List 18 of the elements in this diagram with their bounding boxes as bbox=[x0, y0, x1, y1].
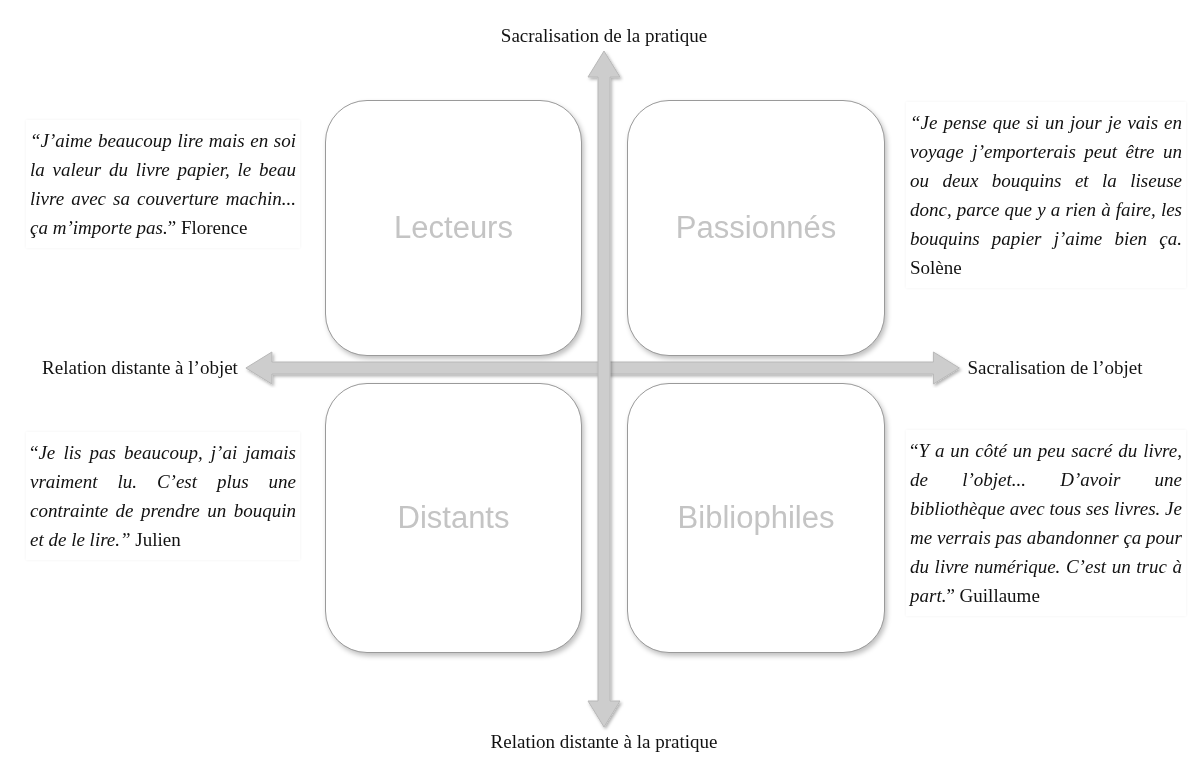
axis-label: Relation distante à la pratique bbox=[482, 727, 726, 757]
quadrant-title: Passionnés bbox=[675, 210, 837, 246]
quadrant-title: Bibliophiles bbox=[677, 500, 835, 536]
quadrant-title: Lecteurs bbox=[394, 210, 513, 246]
axis-label: Sacralisation de la pratique bbox=[492, 21, 716, 51]
axis-arrow bbox=[587, 50, 621, 728]
interview-quote: “Je lis pas beaucoup, j’ai jamais vraiment lu. C’est plus une contrainte de prendre un bouquin et de le lire.” Julien bbox=[26, 432, 300, 560]
interview-quote: “J’aime beaucoup lire mais en soi la valeur du livre papier, le beau livre avec sa couverture machin... ça m’importe pas.” Florence bbox=[26, 120, 300, 248]
quadrant-box bbox=[627, 100, 885, 356]
axis-label: Sacralisation de l’objet bbox=[959, 353, 1151, 383]
quadrant-box bbox=[325, 383, 582, 653]
axis-label: Relation distante à l’objet bbox=[34, 353, 246, 383]
interview-quote: “Y a un côté un peu sacré du livre, de l’objet... D’avoir une bibliothèque avec tous ses livres. Je me verrais pas abandonner ça pour du livre numérique. C’est un truc à part.” Guillaume bbox=[906, 430, 1186, 616]
quadrant-box bbox=[627, 383, 885, 653]
axis-arrow bbox=[245, 351, 960, 385]
quadrant-title: Distants bbox=[397, 500, 510, 536]
quadrant-box bbox=[325, 100, 582, 356]
interview-quote: “Je pense que si un jour je vais en voyage j’emporterais peut être un ou deux bouquins et la liseuse donc, parce que y a rien à faire, les bouquins papier j’aime bien ça. Solène bbox=[906, 102, 1186, 288]
